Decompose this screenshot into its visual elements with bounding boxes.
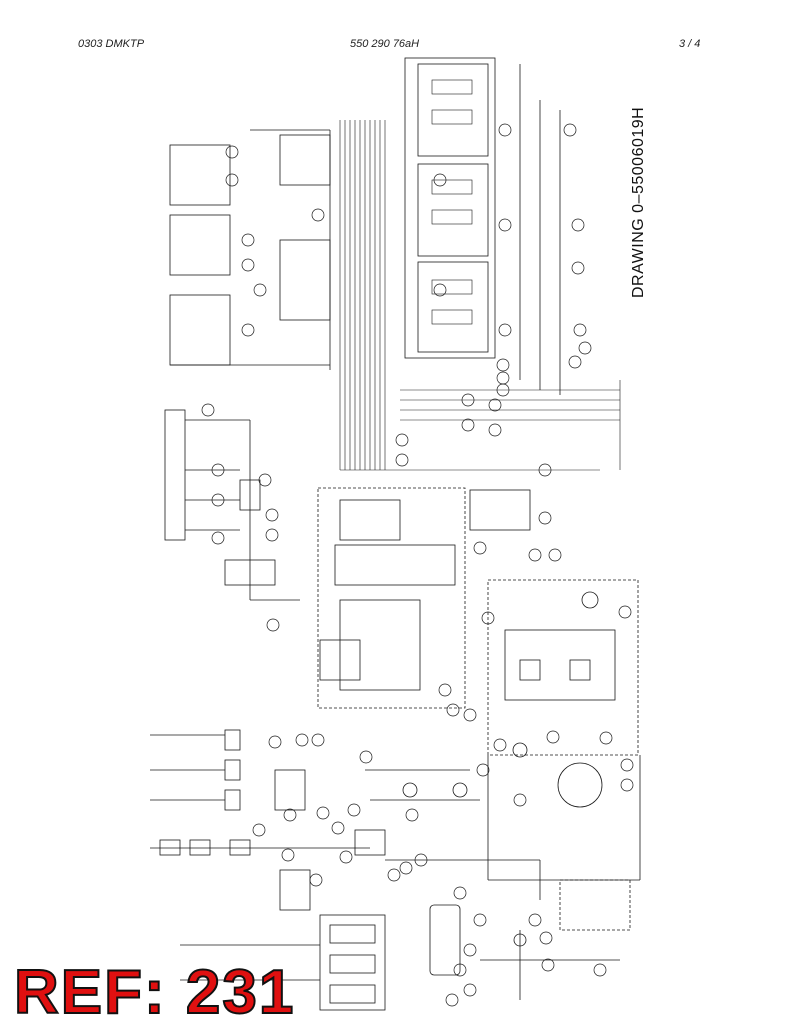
callout-circles [201,123,634,1007]
doc-code: 0303 DMKTP [78,38,145,50]
bottom-valve-stack [180,869,461,1011]
shifter-valves [150,729,370,856]
drilling-valve-bank [404,57,561,395]
water-pump-circuit [354,769,541,900]
ref-label: REF: 231 [13,958,296,1027]
drawing-number: DRAWING 0–55006019H [630,106,647,298]
rear-module [487,579,641,881]
page-indicator: 3 / 4 [679,38,701,50]
compressor-unit [480,879,631,1000]
center-module [317,487,531,709]
pilot-bus-lines [339,120,621,471]
part-number: 550 290 76aH [350,38,420,50]
drilling-circuit-left [164,409,300,601]
upper-left-valves [169,129,331,370]
